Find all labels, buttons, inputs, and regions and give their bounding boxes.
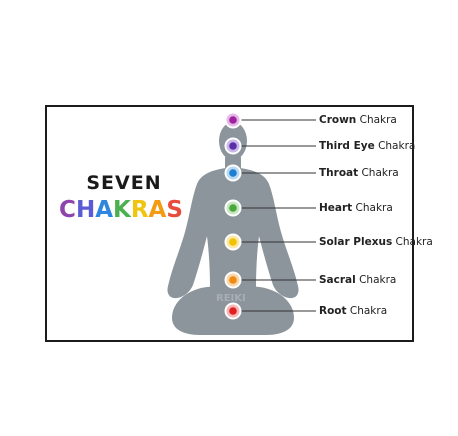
chakra-name: Third Eye — [319, 140, 375, 152]
chakra-suffix: Chakra — [358, 167, 399, 179]
chakra-label: Sacral Chakra — [319, 274, 396, 286]
chakra-dot — [229, 169, 237, 177]
chakra-dot — [229, 116, 237, 124]
chakra-suffix: Chakra — [346, 305, 388, 317]
chakra-suffix: Chakra — [374, 140, 416, 152]
chakra-name: Sacral — [319, 274, 356, 286]
chakra-dot — [229, 238, 237, 246]
title-letter: S — [166, 197, 183, 223]
title-letter: H — [75, 197, 96, 223]
chakra-dot — [229, 204, 237, 212]
chakra-label: Heart Chakra — [319, 202, 393, 214]
chakra-name: Solar Plexus — [319, 236, 393, 248]
chakra-label: Crown Chakra — [319, 114, 397, 126]
watermark: REIKI — [216, 293, 246, 304]
chakra-dot — [229, 142, 237, 150]
chakra-suffix: Chakra — [355, 274, 397, 286]
chakra-label: Solar Plexus Chakra — [319, 236, 433, 248]
chakra-suffix: Chakra — [352, 202, 393, 214]
chakra-name: Crown — [319, 114, 357, 126]
chakra-name: Throat — [319, 167, 359, 179]
chakra-label: Third Eye Chakra — [319, 140, 415, 152]
title-letter: C — [59, 197, 76, 223]
chakra-name: Heart — [319, 202, 353, 214]
chakra-dot — [229, 307, 237, 315]
title-seven: SEVEN — [86, 172, 162, 194]
chakra-suffix: Chakra — [392, 236, 433, 248]
chakra-label: Root Chakra — [319, 305, 387, 317]
title-letter: A — [95, 197, 113, 223]
title-letter: A — [148, 197, 167, 223]
chakra-dot — [229, 276, 237, 284]
chakra-label: Throat Chakra — [319, 167, 399, 179]
title-letter: R — [130, 197, 149, 223]
title-letter: K — [113, 197, 131, 223]
title-chakras: CHAKRAS — [54, 197, 188, 223]
silhouette-torso — [167, 168, 299, 299]
chakra-suffix: Chakra — [356, 114, 397, 126]
chakra-name: Root — [319, 305, 347, 317]
